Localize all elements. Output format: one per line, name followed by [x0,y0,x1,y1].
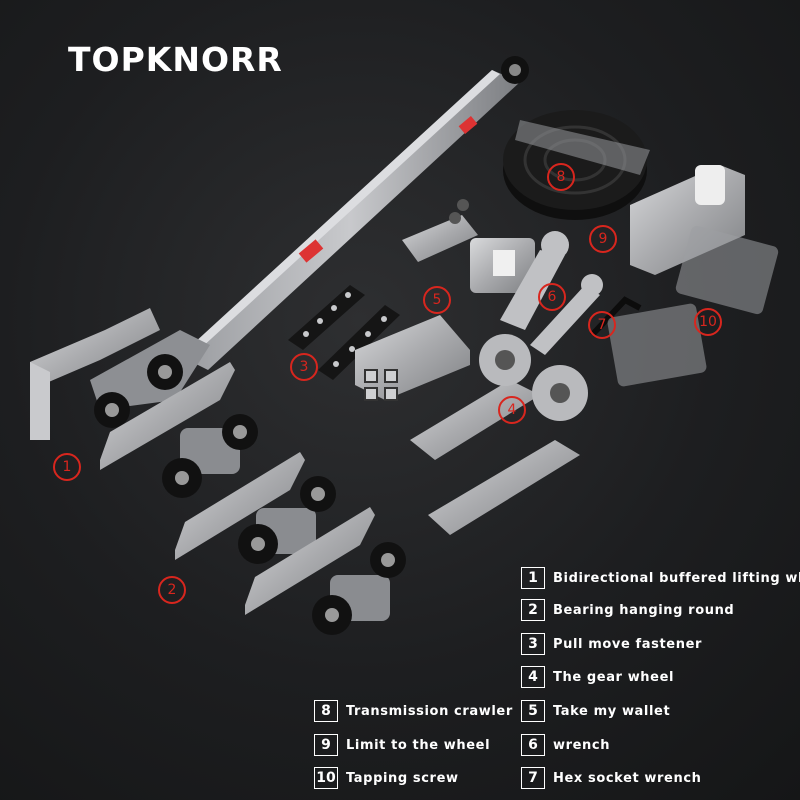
legend-label: Limit to the wheel [346,737,491,753]
legend-number: 2 [521,599,545,621]
legend-item-7: 7 Hex socket wrench [521,766,702,790]
legend-label: Hex socket wrench [553,770,702,786]
legend-label: Bidirectional buffered lifting wheel [553,570,800,586]
callout-6: 6 [538,283,566,311]
transmission-belt [503,110,650,220]
callout-3: 3 [290,353,318,381]
wrenches [500,231,642,355]
legend-label: Transmission crawler [346,703,513,719]
legend-number: 8 [314,700,338,722]
legend-item-9: 9 Limit to the wheel [314,733,490,757]
callout-7: 7 [588,311,616,339]
callout-2: 2 [158,576,186,604]
fastener-strips [288,285,400,380]
callout-10: 10 [694,308,722,336]
legend-item-4: 4 The gear wheel [521,665,674,689]
legend-label: Tapping screw [346,770,459,786]
callout-9: 9 [589,225,617,253]
brand-logo: TOPKNORR [68,40,283,79]
legend-label: Take my wallet [553,703,671,719]
legend-item-6: 6 wrench [521,733,610,757]
legend-number: 3 [521,633,545,655]
legend-item-10: 10 Tapping screw [314,766,459,790]
screw-bags [607,225,779,387]
legend-number: 5 [521,700,545,722]
legend-number: 6 [521,734,545,756]
legend-label: Bearing hanging round [553,602,735,618]
legend-label: Pull move fastener [553,636,702,652]
callout-1: 1 [53,453,81,481]
legend-label: wrench [553,737,611,753]
legend-label: The gear wheel [553,669,675,685]
callout-4: 4 [498,396,526,424]
lifting-wheel-rail [30,56,529,440]
legend-item-8: 8 Transmission crawler [314,699,513,723]
legend-item-3: 3 Pull move fastener [521,632,702,656]
legend-number: 4 [521,666,545,688]
legend-item-5: 5 Take my wallet [521,699,670,723]
legend-number: 9 [314,734,338,756]
legend-number: 10 [314,767,338,789]
callout-5: 5 [423,286,451,314]
mounting-brackets [355,199,478,401]
legend-number: 7 [521,767,545,789]
legend-number: 1 [521,567,545,589]
callout-8: 8 [547,163,575,191]
bearing-hangers [100,362,406,635]
legend-item-1: 1 Bidirectional buffered lifting wheel [521,566,800,590]
legend-item-2: 2 Bearing hanging round [521,598,734,622]
